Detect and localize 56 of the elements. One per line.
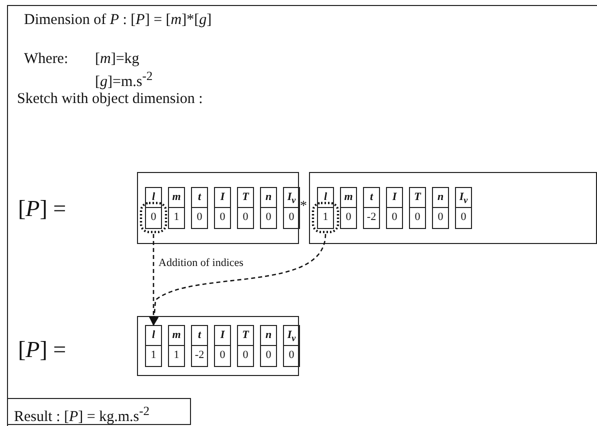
index-cell — [432, 187, 449, 229]
vector-box — [137, 172, 299, 244]
vector-box — [309, 172, 597, 244]
index-cell — [455, 187, 472, 229]
exponent-value: 0 — [242, 348, 250, 363]
mass-dimension-text: [m]=kg — [95, 51, 140, 68]
multiply-sign: * — [300, 199, 307, 215]
exponent-value: 0 — [264, 348, 272, 363]
index-cell — [191, 187, 208, 229]
exponent-value: 0 — [460, 210, 468, 225]
index-cell — [214, 325, 231, 367]
exponent-value: 1 — [150, 348, 158, 363]
heading-text: Dimension of P : [P] = [m]*[g] — [24, 12, 212, 29]
index-cell — [237, 187, 254, 229]
index-cell — [145, 187, 162, 229]
index-cell — [260, 187, 277, 229]
index-cell — [317, 187, 334, 229]
exponent-value: 0 — [218, 348, 226, 363]
index-cell — [409, 187, 426, 229]
edge-label: Addition of indices — [158, 257, 244, 269]
gravity-dimension-text: [g]=m.s$^{-2}$ — [95, 69, 153, 91]
exponent-value: 0 — [264, 210, 272, 225]
index-cell — [283, 187, 300, 229]
vector-label: [P] = — [18, 196, 66, 222]
exponent-value: 0 — [390, 210, 398, 225]
vector-label: [P] = — [18, 337, 66, 363]
index-cell — [340, 187, 357, 229]
where-label: Where: — [24, 51, 68, 68]
index-cell — [237, 325, 254, 367]
index-cell — [145, 325, 162, 367]
index-cell — [191, 325, 208, 367]
index-cell — [386, 187, 403, 229]
exponent-value: -2 — [366, 210, 378, 225]
sketch-caption: Sketch with object dimension : — [17, 91, 203, 108]
index-cell — [283, 325, 300, 367]
connector-arrow — [150, 234, 326, 326]
result-box: Result : [P] = kg.m.s$^{-2}$ — [7, 398, 191, 425]
exponent-value: 0 — [288, 210, 296, 225]
exponent-value: 0 — [218, 210, 226, 225]
exponent-value: -2 — [194, 348, 206, 363]
exponent-value: 0 — [288, 348, 296, 363]
exponent-value: 0 — [436, 210, 444, 225]
exponent-value: 0 — [344, 210, 352, 225]
vector-box — [137, 316, 299, 376]
index-cell — [214, 187, 231, 229]
index-cell — [363, 187, 380, 229]
exponent-value: 1 — [322, 210, 330, 225]
exponent-value: 0 — [150, 210, 158, 225]
index-cell — [168, 325, 185, 367]
exponent-value: 1 — [172, 210, 180, 225]
index-cell — [168, 187, 185, 229]
exponent-value: 0 — [414, 210, 422, 225]
exponent-value: 1 — [172, 348, 180, 363]
exponent-value: 0 — [242, 210, 250, 225]
index-cell — [260, 325, 277, 367]
exponent-value: 0 — [196, 210, 204, 225]
